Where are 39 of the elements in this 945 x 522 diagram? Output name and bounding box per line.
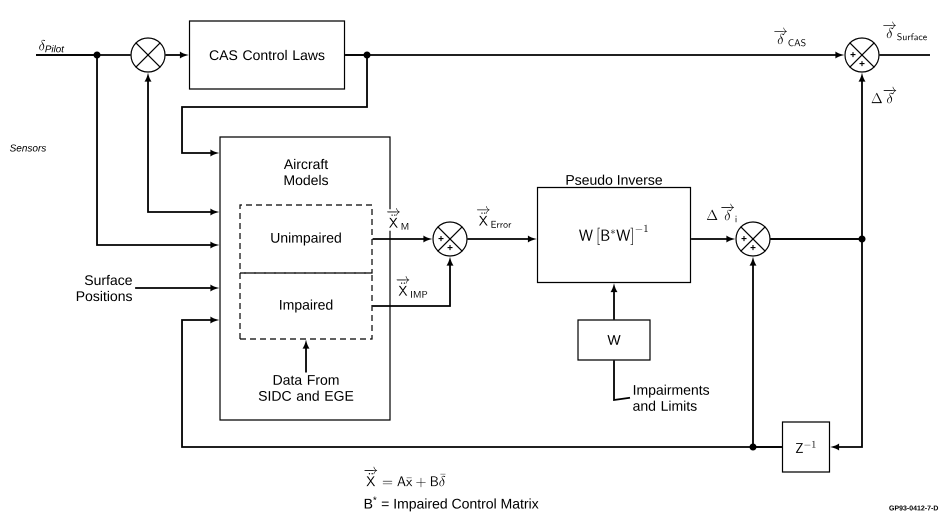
process-box: W — [577, 319, 651, 361]
note-text: B$^{*}$ = Impaired Control Matrix — [364, 496, 539, 512]
process-box: CAS Control Laws — [188, 20, 346, 90]
input-label: Surface Positions — [76, 274, 132, 302]
node-label: Pseudo Inverse — [566, 174, 662, 185]
connector-arrow — [181, 54, 368, 156]
signal-label: $\overrightarrow{\ddot{\mathsf{X}}}_{\mathsf{M}}$ — [385, 208, 411, 231]
summing-junction: + + — [432, 221, 468, 257]
connector-arrow — [691, 236, 733, 242]
connector-arrow — [372, 236, 430, 242]
dashed-box: Unimpaired — [239, 204, 373, 274]
connector-arrow — [181, 317, 782, 448]
signal-label: Sensors — [10, 144, 46, 152]
signal-label: $\overrightarrow{\ddot{\mathsf{X}}}_{\mathsf{IMP}}$ — [394, 276, 430, 299]
connector-arrow — [36, 54, 217, 248]
connector-arrow — [468, 236, 534, 242]
connector-arrow — [135, 285, 217, 291]
delay-box: $\mathsf{Z}^{-1}$ — [782, 421, 830, 473]
connector-arrow — [611, 286, 617, 320]
connector-arrow — [166, 52, 186, 58]
equation: $\overrightarrow{\ddot{\mathsf{X}}} = \mathsf{A}\bar{\mathsf{x}} + \mathsf{B}\bar{\delta}$ — [364, 466, 446, 488]
annotation-text: Data From SIDC and EGE — [258, 375, 354, 401]
connector-arrow — [372, 259, 453, 307]
connector-arrow — [613, 360, 630, 402]
process-box: Pseudo Inverse $\mathsf{W}\left[\mathsf{B}^{*}\mathsf{W}\right]^{-1}$ — [536, 174, 692, 284]
connector-arrow — [145, 75, 217, 215]
summing-junction: + + — [844, 37, 880, 73]
dashed-box: Impaired — [239, 272, 373, 340]
signal-label: $\overrightarrow{\ddot{\mathsf{X}}}_{\mathsf{Error}}$ — [475, 206, 513, 229]
connector-arrow — [303, 342, 309, 372]
summing-junction — [130, 37, 166, 73]
connector-arrow — [770, 238, 863, 450]
summing-junction: + + — [735, 221, 771, 257]
signal-label: $\overrightarrow{\delta}_{\mathsf{Surface}}$ — [881, 22, 929, 42]
input-label: Impairments and Limits — [633, 384, 710, 411]
signal-label: $\overrightarrow{\delta}_{\mathsf{CAS}}$ — [772, 28, 808, 48]
signal-label: $\Delta\overrightarrow{\delta}$ — [870, 86, 898, 104]
signal-label: $\Delta\,\overrightarrow{\delta}_{\mathsf{i}}$ — [705, 204, 739, 224]
signal-label: $\delta_{\mathit{Pilot}}$ — [39, 40, 64, 52]
